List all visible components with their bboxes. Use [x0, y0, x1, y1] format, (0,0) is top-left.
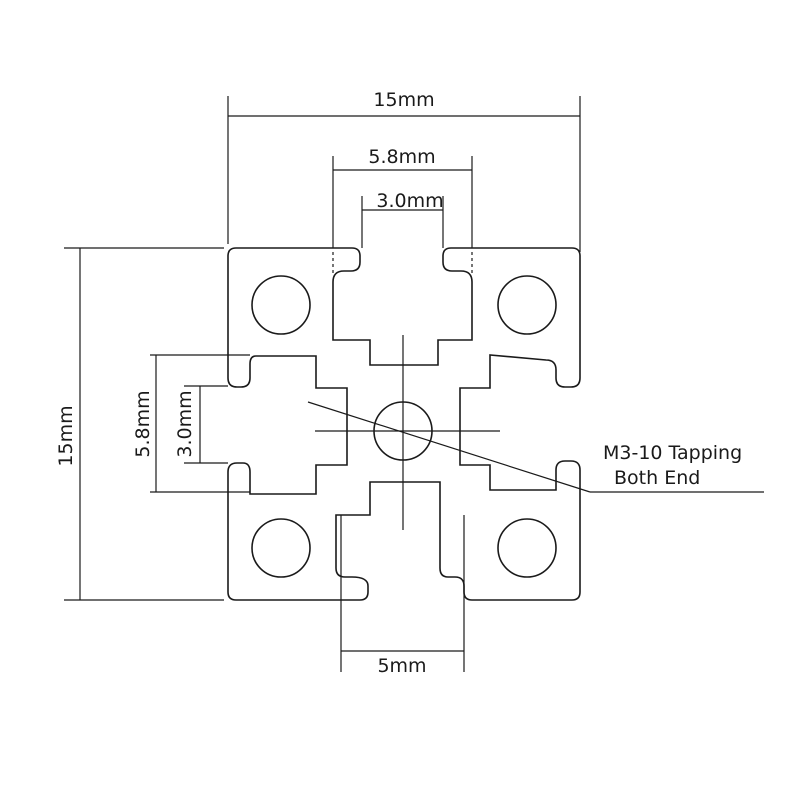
corner-holes: [251, 275, 557, 578]
dim-slot-width-bottom: 5mm: [340, 515, 465, 677]
label-slot-opening-top: 5.8mm: [368, 146, 435, 168]
label-slot-opening-left: 5.8mm: [132, 390, 154, 457]
dim-slot-neck-top: 3.0mm: [361, 190, 444, 248]
callout-line-1: M3-10 Tapping: [603, 442, 742, 464]
hole-bottom-right: [497, 518, 557, 578]
label-overall-height: 15mm: [55, 405, 77, 466]
dim-overall-height: 15mm: [55, 247, 224, 601]
label-overall-width: 15mm: [373, 89, 434, 111]
callout-line-2: Both End: [614, 467, 700, 489]
leader-line: [307, 401, 591, 493]
label-slot-neck-top: 3.0mm: [376, 190, 443, 212]
dim-overall-width: 15mm: [227, 89, 581, 252]
hole-top-right: [497, 275, 557, 335]
profile-outline: [227, 247, 581, 601]
dim-slot-opening-left: 5.8mm: [132, 354, 250, 493]
label-slot-width-bottom: 5mm: [377, 655, 426, 677]
tapping-callout: M3-10 Tapping Both End: [307, 401, 764, 493]
corner-top-left: [227, 247, 581, 601]
hole-bottom-left: [251, 518, 311, 578]
hole-top-left: [251, 275, 311, 335]
label-slot-neck-left: 3.0mm: [174, 390, 196, 457]
dim-slot-opening-top: 5.8mm: [332, 146, 473, 248]
dim-slot-neck-left: 3.0mm: [174, 385, 228, 464]
